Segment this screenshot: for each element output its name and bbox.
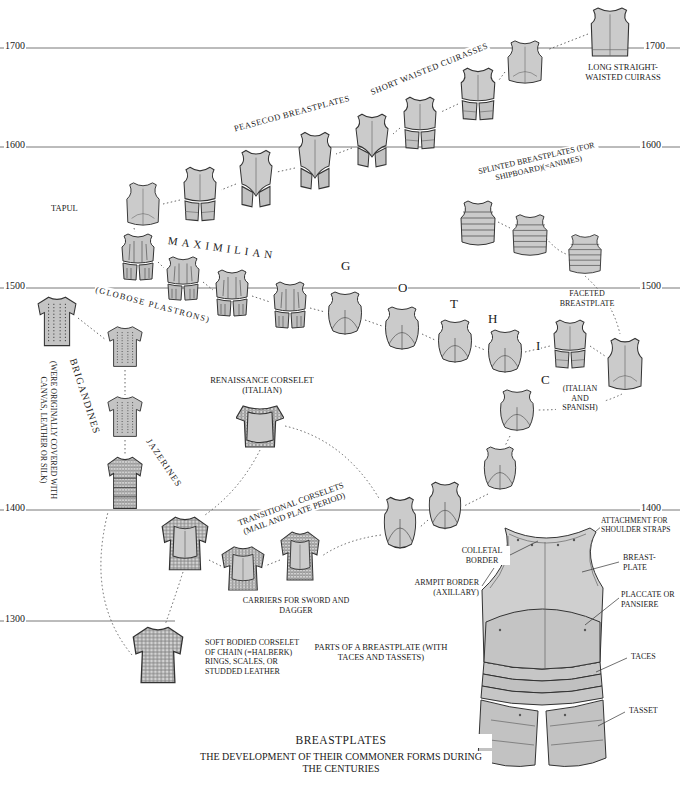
- year-mark: 1400: [640, 502, 662, 514]
- year-mark: 1700: [644, 40, 666, 52]
- maximilian-figure: [167, 257, 199, 300]
- gothic-letter: G: [340, 258, 351, 274]
- faceted-figure: [554, 320, 586, 368]
- leader-line: [582, 562, 619, 572]
- year-mark: 1500: [640, 280, 662, 292]
- part-label: COLLETAL BORDER: [454, 546, 510, 565]
- figure-label: RENAISSANCE CORSELET (ITALIAN): [198, 375, 326, 395]
- tasset-lames: [490, 720, 603, 745]
- year-mark: 1600: [4, 139, 26, 151]
- group-label: BRIGANDINES: [67, 356, 103, 437]
- figure-label: TAPUL: [50, 203, 79, 213]
- dotted-link: [134, 34, 588, 232]
- century-line: [0, 48, 680, 49]
- gothic-figure: [429, 482, 460, 529]
- peasecod-figure: [299, 132, 331, 188]
- jazerine-figure: [108, 457, 142, 508]
- cuirass-figure: [508, 41, 542, 83]
- maximilian-figure: [122, 234, 154, 280]
- gothic-figure: [489, 330, 522, 373]
- dotted-link: [158, 262, 605, 356]
- cuirass-figure: [404, 97, 436, 149]
- year-mark: 1600: [640, 139, 662, 151]
- mail-figure: [133, 627, 182, 682]
- century-line: [0, 510, 680, 511]
- rivets: [499, 539, 586, 716]
- leader-line: [508, 541, 538, 556]
- gothic-letter: C: [540, 372, 551, 388]
- title: BREASTPLATES: [190, 734, 492, 748]
- part-label: ARMPIT BORDER (AXILLARY): [398, 578, 480, 597]
- maximilian-figure: [274, 282, 306, 328]
- group-label: PEASECOD BREASTPLATES: [232, 93, 352, 134]
- year-mark: 1400: [4, 502, 26, 514]
- maximilian-figure: [216, 270, 248, 316]
- gothic-letter: T: [449, 296, 459, 312]
- part-label: TASSET: [628, 706, 659, 716]
- breastplate-figure: [184, 167, 216, 220]
- part-label: ATTACHMENT FOR SHOULDER STRAPS: [600, 516, 676, 534]
- gothic-figure: [386, 307, 419, 350]
- peasecod-figure: [356, 114, 388, 167]
- note: (WERE ORIGINALLY COVERED WITH CANVAS, LE…: [39, 354, 58, 506]
- brigandine-figure: [38, 297, 76, 345]
- transitional-figure: [222, 547, 264, 590]
- part-label: PLACCATE OR PANSIERE: [620, 590, 676, 609]
- cuirass-figure: [461, 68, 495, 120]
- cuirass-figure: [591, 8, 628, 56]
- year-mark: 1500: [4, 280, 26, 292]
- brigandine-figure: [108, 327, 142, 367]
- part-label: BREAST-PLATE: [622, 553, 664, 572]
- tace-band: [481, 686, 603, 705]
- peasecod-figure: [240, 150, 272, 206]
- part-heading: PARTS OF A BREASTPLATE (WITH TACES AND T…: [305, 642, 457, 662]
- caption: THE DEVELOPMENT OF THEIR COMMONER FORMS …: [190, 751, 492, 775]
- dotted-link: [322, 394, 622, 556]
- leader-line: [598, 712, 625, 726]
- transitional-figure: [281, 532, 319, 580]
- part-label: TACES: [630, 652, 657, 662]
- figure-label: FACETED BREASTPLATE: [546, 289, 628, 308]
- figure-label: CARRIERS FOR SWORD AND DAGGER: [236, 596, 356, 615]
- placcate-plate: [484, 609, 600, 669]
- group-label: JAZERINES: [143, 436, 184, 490]
- breastplate-figures: [38, 8, 642, 683]
- splinted-figure: [513, 215, 547, 255]
- italian-figure: [608, 338, 642, 389]
- gothic-figure: [384, 497, 415, 549]
- century-line: [0, 621, 175, 622]
- gothic-figure: [484, 447, 515, 490]
- renaissance-figure: [236, 406, 284, 447]
- tapul-figure: [127, 183, 159, 225]
- gothic-figure: [439, 320, 472, 363]
- brigandine-figure: [108, 397, 142, 437]
- figure-label: SOFT BODIED CORSELET OF CHAIN (=HALBERK)…: [204, 638, 302, 676]
- leader-line: [482, 568, 494, 586]
- group-label: TRANSITIONAL CORSELETS (MAIL AND PLATE P…: [226, 476, 359, 541]
- transitional-figure: [162, 517, 208, 569]
- tasset-plate: [546, 700, 606, 766]
- splinted-figure: [461, 201, 495, 245]
- figure-label: (ITALIAN AND SPANISH): [556, 384, 604, 413]
- year-mark: 1700: [4, 40, 26, 52]
- leader-line: [585, 598, 619, 625]
- group-label: MAXIMILIAN: [166, 234, 278, 263]
- leader-line: [596, 658, 627, 672]
- figure-label: LONG STRAIGHT-WAISTED CUIRASS: [570, 62, 676, 82]
- gothic-figure: [501, 390, 534, 431]
- year-mark: 1300: [4, 613, 26, 625]
- gothic-letter: I: [535, 338, 541, 354]
- splinted-figure: [569, 235, 601, 274]
- gothic-letter: H: [487, 311, 498, 327]
- gothic-letter: O: [397, 280, 408, 296]
- gothic-figure: [329, 292, 362, 335]
